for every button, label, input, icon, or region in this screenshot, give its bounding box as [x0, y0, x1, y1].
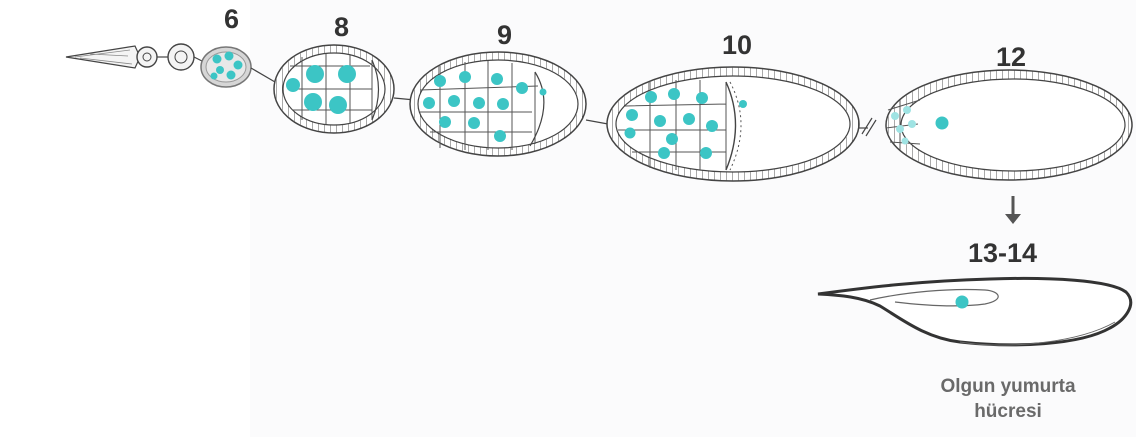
stage-12-label: 12: [996, 44, 1026, 71]
stage-9-label: 9: [497, 22, 512, 49]
egg-chamber-stage-8: [274, 45, 415, 133]
mature-egg-caption: Olgun yumurta hücresi: [902, 374, 1114, 424]
egg-chamber-stage-6: [201, 47, 275, 87]
stage-10-label: 10: [722, 32, 752, 59]
caption-line-2: hücresi: [902, 399, 1114, 424]
stage-13-14-label: 13-14: [968, 240, 1037, 267]
stage-8-label: 8: [334, 14, 349, 41]
egg-chamber-stage-9: [410, 52, 608, 156]
egg-chamber-stage-10: [607, 67, 876, 181]
mature-egg-stage-13-14: [818, 278, 1131, 345]
germarium: [66, 44, 202, 70]
caption-line-1: Olgun yumurta: [902, 374, 1114, 399]
down-arrow-icon: [1005, 196, 1021, 224]
stage-6-label: 6: [224, 6, 239, 33]
egg-chamber-stage-12: [886, 70, 1132, 180]
